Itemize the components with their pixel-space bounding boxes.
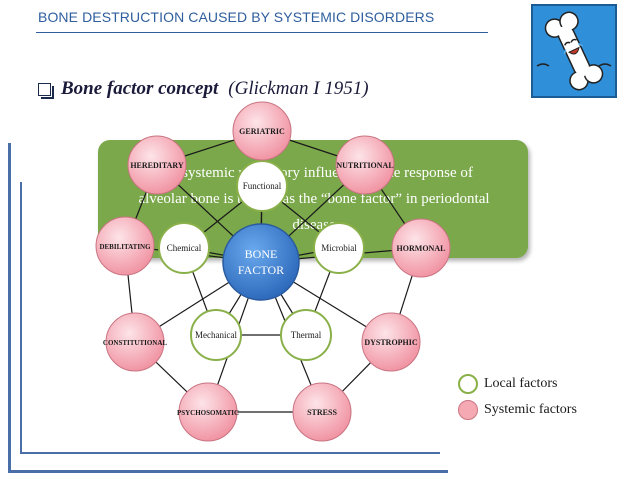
local-node-thermal: Thermal — [280, 309, 332, 361]
local-node-microbial: Microbial — [313, 222, 365, 274]
checkbox-bullet-icon — [38, 82, 54, 99]
local-node-mechanical: Mechanical — [190, 309, 242, 361]
center-label-line-1: BONE — [245, 247, 278, 261]
local-label-chemical: Chemical — [167, 243, 202, 253]
systemic-node-hereditary: HEREDITARY — [127, 135, 187, 195]
systemic-label-dystrophic: DYSTROPHIC — [364, 338, 418, 347]
center-node: BONE FACTOR — [222, 223, 300, 301]
legend: Local factors Systemic factors — [458, 371, 577, 423]
bullet-citation: (Glickman I 1951) — [228, 78, 369, 99]
local-node-functional: Functional — [236, 160, 288, 212]
systemic-label-debilitating: DEBILITATING — [99, 243, 151, 251]
frame-line-vertical-outer — [8, 143, 11, 473]
bullet-heading: Bone factor concept — [61, 78, 219, 99]
systemic-node-debilitating: DEBILITATING — [95, 216, 155, 276]
frame-line-horizontal-outer — [8, 470, 448, 473]
legend-label-systemic: Systemic factors — [484, 402, 577, 417]
bullet-point: Bone factor concept (Glickman I 1951) — [38, 78, 369, 100]
systemic-node-hormonal: HORMONAL — [391, 218, 451, 278]
local-label-microbial: Microbial — [321, 243, 357, 253]
systemic-node-stress: STRESS — [292, 382, 352, 442]
legend-item-systemic: Systemic factors — [458, 397, 577, 423]
local-label-thermal: Thermal — [291, 330, 322, 340]
legend-item-local: Local factors — [458, 371, 577, 397]
frame-line-vertical-inner — [20, 182, 22, 452]
systemic-label-constitutional: CONSTITUTIONAL — [103, 339, 168, 347]
definition-line-2: alveolar bone is termed as the “bone fac… — [138, 191, 490, 207]
systemic-node-nutritional: NUTRITIONAL — [335, 135, 395, 195]
frame-line-horizontal-inner — [20, 452, 440, 454]
slide-title: BONE DESTRUCTION CAUSED BY SYSTEMIC DISO… — [38, 9, 435, 25]
legend-label-local: Local factors — [484, 376, 558, 391]
systemic-node-psychosomatic: PSYCHOSOMATIC — [177, 382, 239, 442]
local-label-functional: Functional — [243, 181, 282, 191]
systemic-label-psychosomatic: PSYCHOSOMATIC — [177, 409, 239, 417]
center-label-line-2: FACTOR — [238, 263, 284, 277]
systemic-label-hereditary: HEREDITARY — [130, 161, 184, 170]
systemic-label-geriatric: GERIATRIC — [239, 127, 285, 136]
systemic-node-constitutional: CONSTITUTIONAL — [103, 312, 168, 372]
laughing-bone-icon — [536, 11, 612, 91]
systemic-label-hormonal: HORMONAL — [397, 244, 446, 253]
systemic-factor-nodes: GERIATRIC NUTRITIONAL HORMONAL DYSTROPHIC ST… — [95, 101, 451, 442]
systemic-node-geriatric: GERIATRIC — [232, 101, 292, 161]
local-label-mechanical: Mechanical — [195, 330, 237, 340]
local-node-chemical: Chemical — [158, 222, 210, 274]
title-underline — [36, 32, 488, 33]
systemic-label-nutritional: NUTRITIONAL — [336, 161, 393, 170]
bone-cartoon-logo — [531, 4, 617, 98]
systemic-label-stress: STRESS — [307, 408, 337, 417]
systemic-node-dystrophic: DYSTROPHIC — [361, 312, 421, 372]
local-swatch-icon — [458, 374, 478, 394]
systemic-swatch-icon — [458, 400, 478, 420]
